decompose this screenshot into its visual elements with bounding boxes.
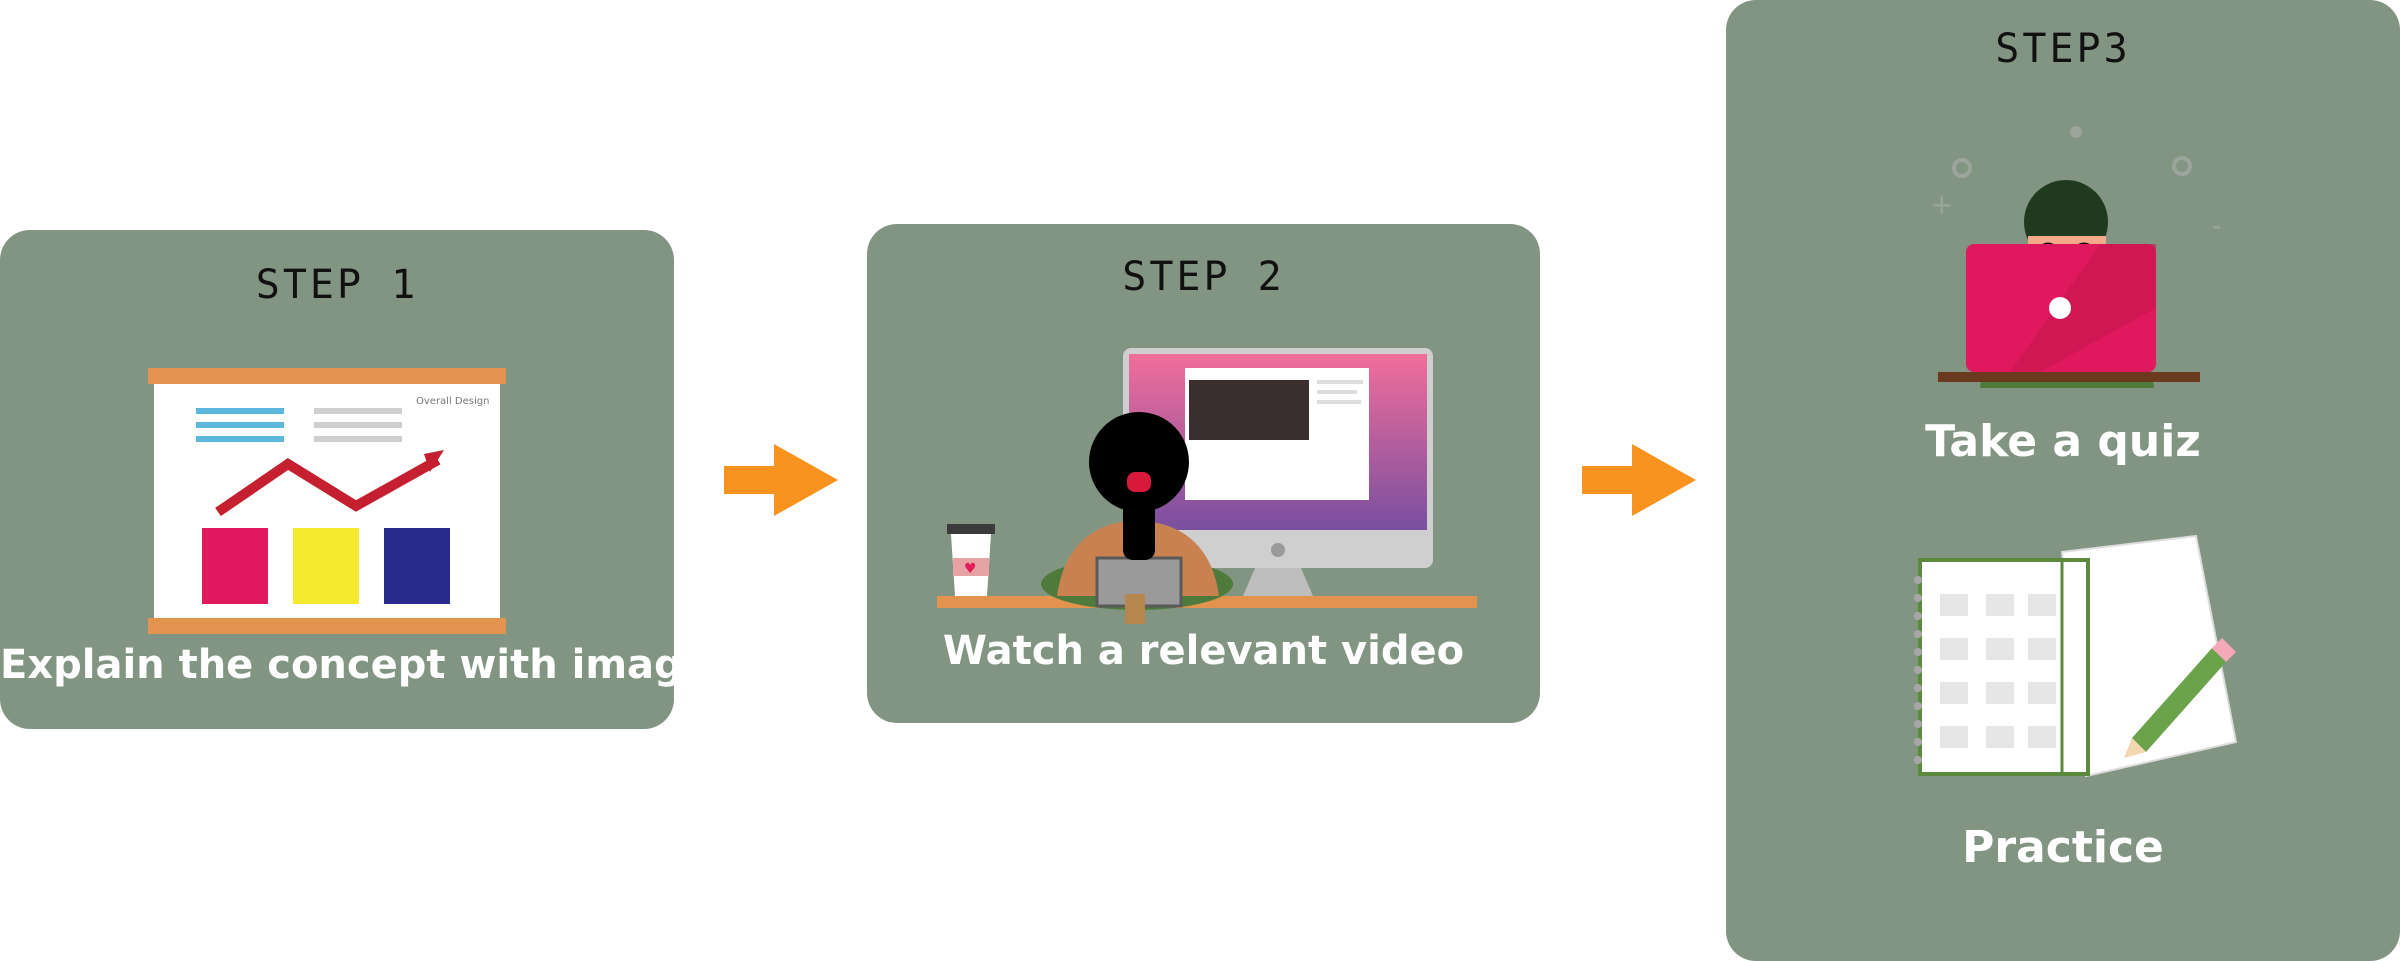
arrow-right-icon xyxy=(724,444,838,516)
svg-text:+: + xyxy=(1930,188,1953,221)
person-at-computer-icon: ♥ xyxy=(937,348,1477,624)
step-2-caption: Watch a relevant video xyxy=(942,628,1465,674)
step-3-title: STEP3 xyxy=(1995,26,2131,72)
notebook-pencil-icon xyxy=(1914,534,2238,778)
arrow-right-icon xyxy=(1582,444,1696,516)
svg-text:+: + xyxy=(2210,210,2220,243)
svg-text:♥: ♥ xyxy=(964,561,977,577)
step-1-title: STEP 1 xyxy=(255,262,419,308)
laptop-person-icon: + + xyxy=(1930,126,2220,388)
step-3-quiz-caption: Take a quiz xyxy=(1925,416,2201,467)
presentation-board-icon: Overall Design xyxy=(148,368,506,634)
step-3-practice-caption: Practice xyxy=(1962,822,2164,873)
step-1-card: STEP 1 Overall Design Explain the concep… xyxy=(0,230,710,729)
step-3-card: STEP3 + + Take a quiz xyxy=(1726,0,2400,961)
step-2-card: STEP 2 ♥ xyxy=(867,224,1540,723)
step-1-caption: Explain the concept with image xyxy=(0,642,710,688)
step-2-title: STEP 2 xyxy=(1122,254,1285,300)
board-label: Overall Design xyxy=(416,396,489,407)
coffee-cup-icon: ♥ xyxy=(947,524,995,596)
